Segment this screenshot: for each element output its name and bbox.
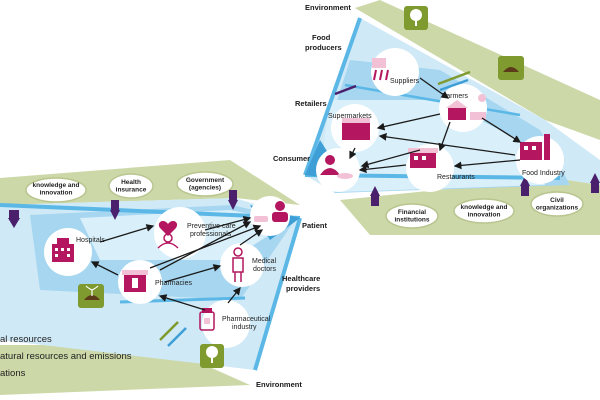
pharmacies-label: Pharmacies — [155, 280, 192, 287]
actor-label: Government(agencies) — [186, 177, 225, 192]
heart-person-icon — [157, 221, 179, 249]
doctors-node — [220, 243, 264, 287]
restaurants-label: Restaurants — [437, 174, 475, 181]
legend-line-2: atural resources and emissions — [0, 351, 132, 362]
healthcare-label-2: providers — [286, 284, 320, 293]
actor-bubble — [385, 203, 439, 229]
preventive-node — [154, 207, 206, 259]
legend-line-1: al resources — [0, 334, 52, 345]
farm-icon — [446, 94, 486, 120]
restaurant-icon — [408, 148, 438, 168]
food-producers-label-1: Food — [312, 33, 331, 42]
hospitals-label: Hospitals — [76, 237, 105, 244]
factory-icon — [520, 134, 550, 160]
left-environment-icons — [78, 284, 224, 368]
food-producers-label-2: producers — [305, 43, 342, 52]
left-environment-label: Environment — [256, 380, 302, 389]
farmers-label: Farmers — [442, 93, 469, 100]
legend-line-3: ations — [0, 368, 26, 379]
food-industry-label: Food Industry — [522, 170, 565, 177]
retail-exchange-arrow — [334, 84, 357, 96]
medicine-bottle-icon — [199, 308, 215, 331]
patient-layer-label: Patient — [302, 221, 328, 230]
patient-icon — [254, 201, 288, 222]
right-environment-icons — [334, 6, 524, 96]
healthcare-label-1: Healthcare — [282, 274, 320, 283]
pharma-label-2: industry — [232, 324, 257, 331]
consumer-label: Consumer — [273, 154, 310, 163]
left-flow-arrows — [90, 215, 264, 311]
actor-bubble — [453, 198, 515, 224]
retailers-label: Retailers — [295, 99, 327, 108]
exchange-arrow-down — [167, 327, 187, 347]
actor-bubble — [176, 171, 234, 197]
pharmacy-icon — [122, 270, 148, 292]
pharma-label-1: Pharmaceutical — [222, 316, 271, 323]
actor-bubble — [530, 191, 584, 217]
preventive-label-1: Preventive care — [187, 223, 236, 230]
supermarkets-label: Supermarkets — [328, 113, 372, 120]
right-flow-arrows — [349, 77, 522, 174]
doctors-label-2: doctors — [253, 266, 276, 273]
exchange-arrow-left — [439, 78, 469, 92]
doctor-icon — [232, 247, 244, 282]
actor-bubble — [108, 173, 154, 199]
suppliers-node — [371, 48, 419, 96]
suppliers-icon — [372, 58, 389, 81]
consumer-node — [316, 148, 360, 192]
doctors-label-1: Medical — [252, 258, 277, 265]
suppliers-label: Suppliers — [390, 78, 420, 85]
exchange-arrow-right — [437, 70, 471, 86]
actor-bubble — [25, 177, 87, 203]
consumer-eating-icon — [320, 155, 353, 179]
supermarket-icon — [342, 118, 370, 140]
left-nodes: Hospitals Preventive care professionals … — [44, 196, 290, 348]
right-environment-label: Environment — [305, 3, 351, 12]
preventive-label-2: professionals — [190, 231, 232, 238]
exchange-arrow-up — [159, 321, 179, 341]
right-outer-band-top — [355, 0, 600, 140]
hospital-icon — [52, 238, 74, 262]
right-nodes: Suppliers Farmers Supermarkets Restauran… — [316, 48, 565, 192]
